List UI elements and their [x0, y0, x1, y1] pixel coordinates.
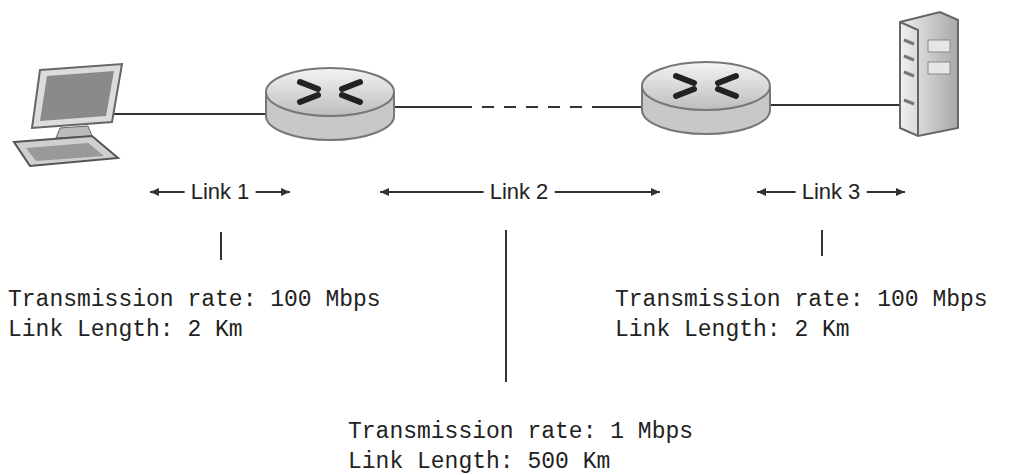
link-spec: Link Length: 2 Km — [8, 315, 243, 345]
link-wire — [110, 105, 900, 114]
link-spec: Transmission rate: 100 Mbps — [615, 285, 988, 315]
link-name: Link 2 — [484, 179, 555, 205]
router-icon — [266, 68, 394, 140]
link-spec: Link Length: 2 Km — [615, 315, 850, 345]
link-name: Link 3 — [796, 179, 867, 205]
link-spec: Transmission rate: 100 Mbps — [8, 285, 381, 315]
computer-icon — [14, 64, 122, 166]
link-spec: Transmission rate: 1 Mbps — [348, 417, 693, 447]
link-name: Link 1 — [185, 179, 256, 205]
server-icon — [900, 12, 958, 136]
router-icon — [642, 62, 770, 134]
link-spec: Link Length: 500 Km — [348, 447, 610, 475]
